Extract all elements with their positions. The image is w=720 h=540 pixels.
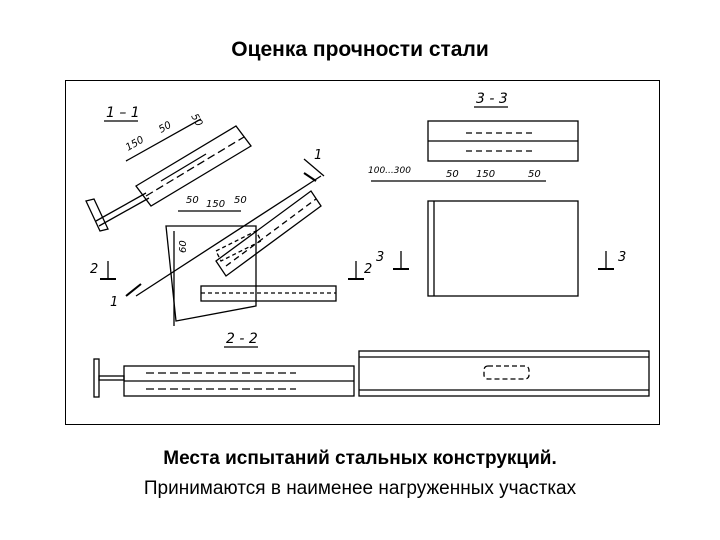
caption-normal: Принимаются в наименее нагруженных участ…: [143, 478, 577, 499]
section-1-1: 1 – 1 150 50 50: [85, 105, 252, 232]
dim-50-c: 50: [186, 195, 199, 206]
dim-60: 60: [178, 240, 189, 253]
dim-50-b: 50: [188, 112, 204, 129]
slide-title: Оценка прочности стали: [231, 38, 489, 61]
dim-150-c: 150: [476, 169, 495, 180]
section-1-1-label: 1 – 1: [106, 105, 140, 121]
mark-1-b: 1: [110, 295, 118, 310]
mark-3-b: 3: [618, 250, 626, 265]
dim-150-b: 150: [206, 199, 225, 210]
dim-50-d: 50: [234, 195, 247, 206]
technical-drawing-frame: 1 – 1 150 50 50: [65, 80, 660, 425]
main-node: 1 1 2 2 50 150 50 60: [90, 148, 372, 326]
beam-elevation: [358, 350, 650, 397]
dim-50-e: 50: [446, 169, 459, 180]
dim-50-a: 50: [157, 120, 174, 136]
mark-2-a: 2: [90, 262, 98, 277]
technical-drawing: 1 – 1 150 50 50: [85, 91, 650, 398]
mark-2-b: 2: [364, 262, 372, 277]
section-2-2-label: 2 - 2: [226, 331, 258, 347]
section-3-3: 3 - 3 100...300 50 150 50 3 3: [368, 91, 626, 297]
mark-1-a: 1: [314, 148, 322, 163]
dim-50-f: 50: [528, 169, 541, 180]
caption-bold: Места испытаний стальных конструкций.: [163, 448, 557, 469]
dim-100-300: 100...300: [368, 166, 411, 176]
mark-3-a: 3: [376, 250, 384, 265]
section-3-3-label: 3 - 3: [476, 91, 508, 107]
section-2-2: 2 - 2: [93, 331, 355, 398]
dim-150-a: 150: [124, 135, 146, 154]
